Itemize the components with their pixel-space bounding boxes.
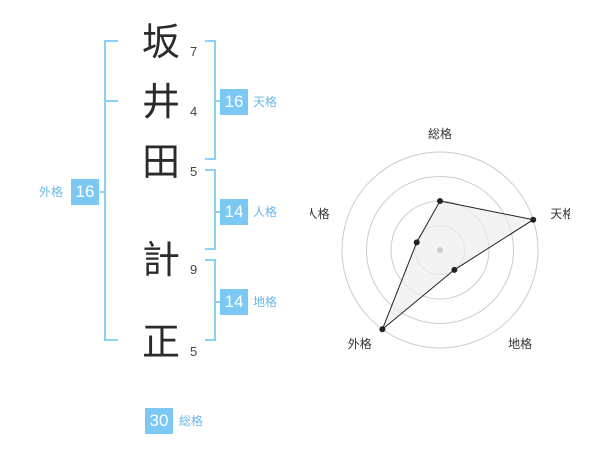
radar-axis-label-3: 外格 [348, 336, 372, 351]
radar-point-4 [413, 239, 420, 246]
tenkaku-badge: 16 [220, 89, 248, 115]
jinkaku-tick [215, 211, 220, 213]
radar-point-0 [437, 198, 443, 204]
jinkaku-badge: 14 [220, 199, 248, 225]
gaikaku-badge: 16 [71, 179, 99, 205]
radar-ring-4 [341, 151, 539, 349]
name-char-2: 井 [141, 80, 180, 124]
stroke-count-2: 4 [190, 104, 198, 119]
radar-point-1 [530, 216, 537, 223]
radar-axis-label-0: 総格 [428, 126, 452, 141]
stroke-count-5: 5 [190, 344, 198, 359]
name-char-3: 田 [141, 140, 180, 184]
stroke-count-3: 5 [190, 164, 198, 179]
radar-data-polygon [381, 200, 535, 330]
stroke-count-1: 7 [190, 44, 198, 59]
gaikaku-bracket [104, 40, 118, 341]
gaikaku-tick-mid [100, 191, 106, 193]
jinkaku-bracket [205, 169, 216, 250]
jinkaku-label: 人格 [253, 205, 278, 219]
chikaku-label: 地格 [253, 295, 278, 309]
name-char-5: 正 [141, 320, 180, 364]
name-char-4: 計 [141, 238, 180, 282]
radar-ring-3 [366, 176, 514, 324]
radar-axis-label-4: 人格 [310, 206, 330, 221]
stroke-count-4: 9 [190, 262, 198, 277]
radar-points [379, 198, 537, 333]
chikaku-badge: 14 [220, 289, 248, 315]
chikaku-tick [215, 301, 220, 303]
radar-axis-label-1: 天格 [550, 206, 570, 221]
gaikaku-label: 外格 [39, 185, 64, 199]
radar-axis-label-2: 地格 [508, 336, 532, 351]
tenkaku-tick [215, 100, 220, 102]
gaikaku-tick-upper [104, 100, 118, 102]
name-char-1: 坂 [141, 20, 180, 64]
radar-center-dot [437, 247, 443, 253]
radar-point-2 [451, 266, 458, 273]
soukaku-badge: 30 [145, 408, 173, 434]
radar-point-3 [379, 326, 386, 333]
chikaku-bracket [205, 259, 216, 341]
radar-grid [341, 151, 539, 349]
soukaku-label: 総格 [179, 414, 204, 428]
tenkaku-label: 天格 [253, 95, 278, 109]
